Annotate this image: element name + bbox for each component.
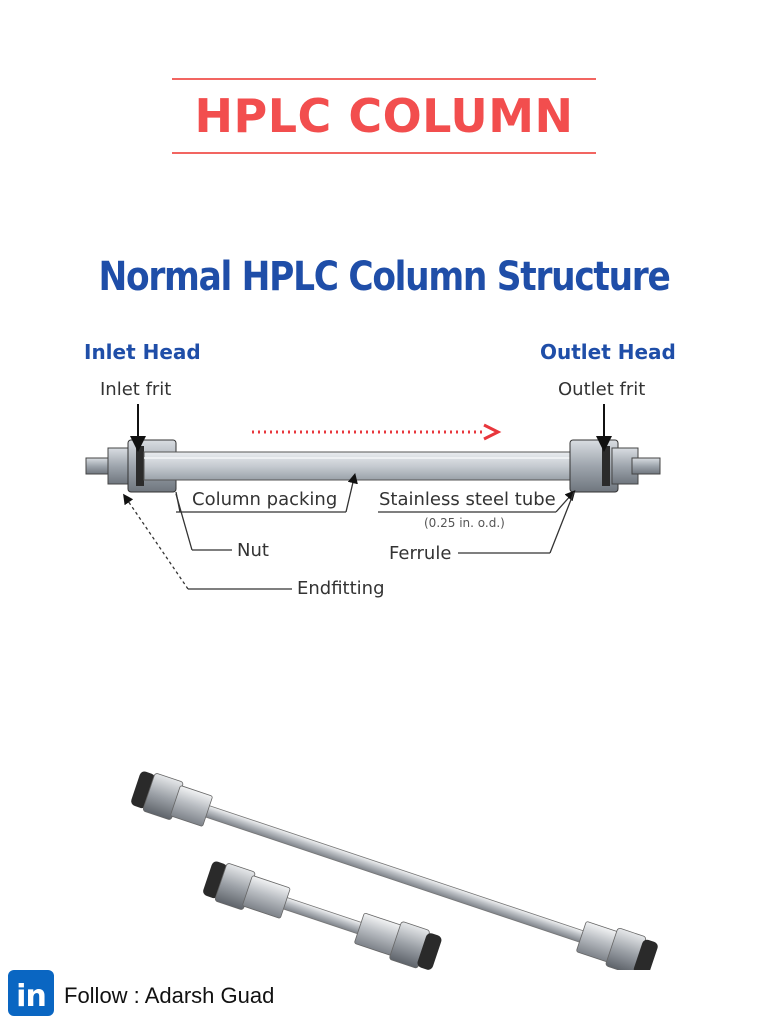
tube-size-label: (0.25 in. o.d.): [424, 516, 505, 530]
hplc-columns-photo: [131, 771, 658, 970]
stainless-steel-tube-shape: [143, 451, 585, 481]
page-title: HPLC COLUMN: [194, 89, 574, 143]
stainless-steel-tube-label: Stainless steel tube: [379, 489, 556, 510]
outlet-head-label: Outlet Head: [540, 340, 676, 364]
inlet-head-label: Inlet Head: [84, 340, 201, 364]
short-column-image: [203, 861, 442, 970]
nut-label: Nut: [237, 540, 269, 561]
nut-leader: [175, 493, 232, 551]
follow-author-text[interactable]: Follow : Adarsh Guad: [64, 983, 275, 1008]
endfitting-label: Endfitting: [297, 578, 385, 599]
diagram-title: Normal HPLC Column Structure: [98, 254, 670, 300]
column-packing-pointer: [175, 472, 358, 513]
ferrule-label: Ferrule: [389, 543, 452, 564]
ferrule-leader: [458, 491, 575, 554]
long-column-image: [131, 771, 658, 970]
outlet-endfitting-shape: [569, 439, 661, 493]
column-packing-label: Column packing: [192, 489, 338, 510]
stainless-tube-pointer: [378, 490, 576, 513]
column-structure-diagram: [85, 404, 661, 590]
endfitting-leader: [123, 493, 292, 590]
linkedin-icon[interactable]: in: [8, 970, 54, 1016]
flow-direction-arrow: [252, 423, 502, 441]
outlet-frit-label: Outlet frit: [558, 379, 646, 400]
page-title-banner: HPLC COLUMN: [172, 78, 596, 154]
inlet-frit-label: Inlet frit: [100, 379, 172, 400]
